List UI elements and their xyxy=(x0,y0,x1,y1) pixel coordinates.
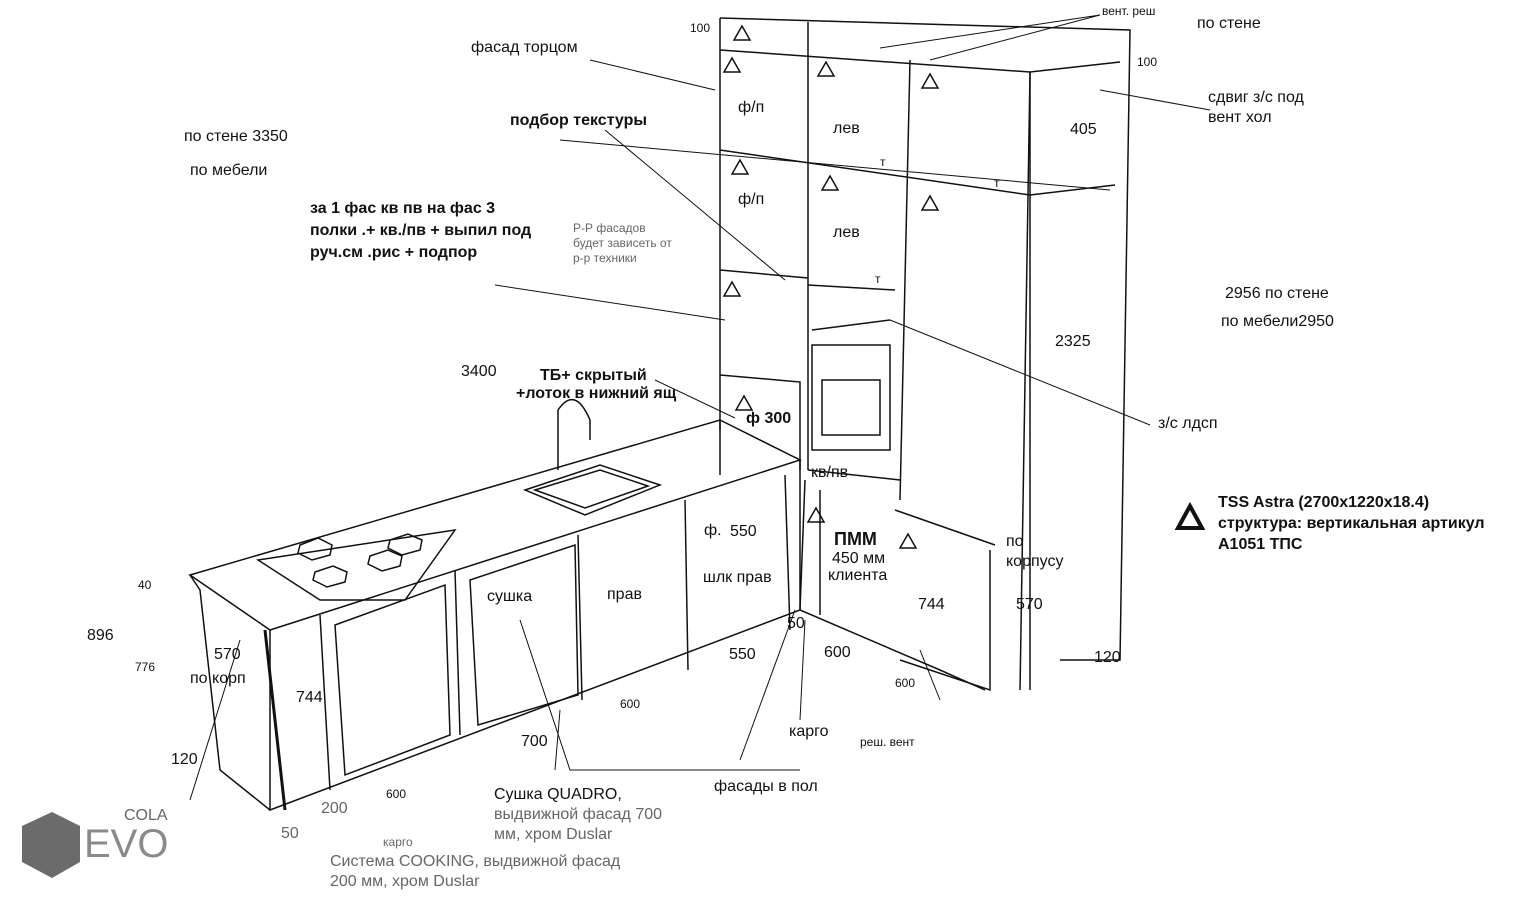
label-fasady-v-pol: фасады в пол xyxy=(714,778,818,795)
dim-405: 405 xyxy=(1070,121,1097,138)
dim-744-right: 744 xyxy=(918,596,945,613)
note-quadro-1: Сушка QUADRO, xyxy=(494,786,622,803)
dim-2956: 2956 по стене xyxy=(1225,285,1329,302)
evo-logo-icon xyxy=(22,812,80,878)
dim-700: 700 xyxy=(521,733,548,750)
dim-776: 776 xyxy=(135,660,156,674)
label-vent-resh: вент. реш xyxy=(1102,4,1156,18)
label-lev-2: лев xyxy=(833,224,860,241)
label-sushka: сушка xyxy=(487,588,533,605)
evo-logo-text: EVO xyxy=(84,822,169,866)
tall-unit xyxy=(719,17,1131,692)
note-quadro-2: выдвижной фасад 700 xyxy=(494,806,663,823)
dim-570-left: 570 xyxy=(214,646,241,663)
dim-50-left: 50 xyxy=(281,825,299,842)
label-pmm-450: 450 мм xyxy=(832,550,886,567)
dim-600-mid: 600 xyxy=(824,644,851,661)
dim-550-low: 550 xyxy=(729,646,756,663)
note-cooking-2: 200 мм, хром Duslar xyxy=(330,873,480,890)
dim-600-center: 600 xyxy=(620,697,641,711)
label-pmm: ПММ xyxy=(834,529,877,549)
dim-896: 896 xyxy=(87,627,114,644)
label-kargo: карго xyxy=(789,723,829,740)
dim-100-right: 100 xyxy=(1137,55,1158,69)
legend-tss-3: A1051 ТПС xyxy=(1218,536,1303,553)
label-t-1: т xyxy=(880,155,886,169)
label-pmm-client: клиента xyxy=(828,567,888,584)
dim-744-left: 744 xyxy=(296,689,323,706)
label-t-3: т xyxy=(875,272,881,286)
dim-3400: 3400 xyxy=(461,363,497,380)
label-po: по xyxy=(1006,533,1024,550)
label-lev-1: лев xyxy=(833,120,860,137)
label-po-stene: по стене xyxy=(1197,15,1261,32)
label-korpusu: корпусу xyxy=(1006,553,1064,570)
label-zs-ldsp: з/с лдсп xyxy=(1158,415,1218,432)
note-facade-size: Р-Р фасадов будет зависеть от р-р техник… xyxy=(573,221,672,265)
dim-600-right: 600 xyxy=(895,676,916,690)
legend-tss-1: TSS Astra (2700x1220x18.4) xyxy=(1218,494,1430,511)
label-kargo-small: карго xyxy=(383,835,413,849)
label-fp-2: ф/п xyxy=(738,191,765,208)
dim-570-right: 570 xyxy=(1016,596,1043,613)
label-po-mebeli: по мебели xyxy=(190,162,268,179)
label-podbor: подбор текстуры xyxy=(510,112,648,129)
note-quadro-3: мм, хром Duslar xyxy=(494,826,613,843)
dim-120-right: 120 xyxy=(1094,649,1121,666)
dim-550-top: 550 xyxy=(730,523,757,540)
note-cooking-1: Система COOKING, выдвижной фасад xyxy=(330,853,621,870)
note-facades: за 1 фас кв пв на фас 3 полки .+ кв./пв … xyxy=(310,200,532,261)
label-f300: ф 300 xyxy=(746,410,792,427)
texture-markers xyxy=(722,24,940,549)
legend-triangle-icon xyxy=(1174,501,1206,530)
dim-600-left: 600 xyxy=(386,787,407,801)
label-sdvig-2: вент хол xyxy=(1208,109,1272,126)
dim-120-left: 120 xyxy=(171,751,198,768)
dim-2950: по мебели2950 xyxy=(1221,313,1334,330)
dim-50-mid: 50 xyxy=(787,615,805,632)
label-resh-vent: реш. вент xyxy=(860,735,915,749)
label-shlk-prav: шлк прав xyxy=(703,569,772,586)
dim-2325: 2325 xyxy=(1055,333,1091,350)
label-fp-1: ф/п xyxy=(738,99,765,116)
label-prav: прав xyxy=(607,586,642,603)
label-po-korp: по корп xyxy=(190,670,246,687)
label-tb-1: ТБ+ скрытый xyxy=(540,367,647,384)
label-po-stene-3350: по стене 3350 xyxy=(184,128,288,145)
label-cola: COLA xyxy=(124,807,168,824)
label-fasad-tortsom: фасад торцом xyxy=(471,39,578,56)
label-kvpv: кв/пв xyxy=(811,464,849,481)
label-t-2: т xyxy=(994,176,1000,190)
dim-100-left: 100 xyxy=(690,21,711,35)
label-tb-2: +лоток в нижний ящ xyxy=(516,385,677,402)
legend-tss-2: структура: вертикальная артикул xyxy=(1218,515,1485,532)
dim-200: 200 xyxy=(321,800,348,817)
label-sdvig-1: сдвиг з/с под xyxy=(1208,89,1304,106)
dim-40: 40 xyxy=(138,578,152,592)
base-cabinets xyxy=(188,398,802,812)
leader-lines xyxy=(189,14,1211,801)
label-f-dot: ф. xyxy=(704,522,722,539)
